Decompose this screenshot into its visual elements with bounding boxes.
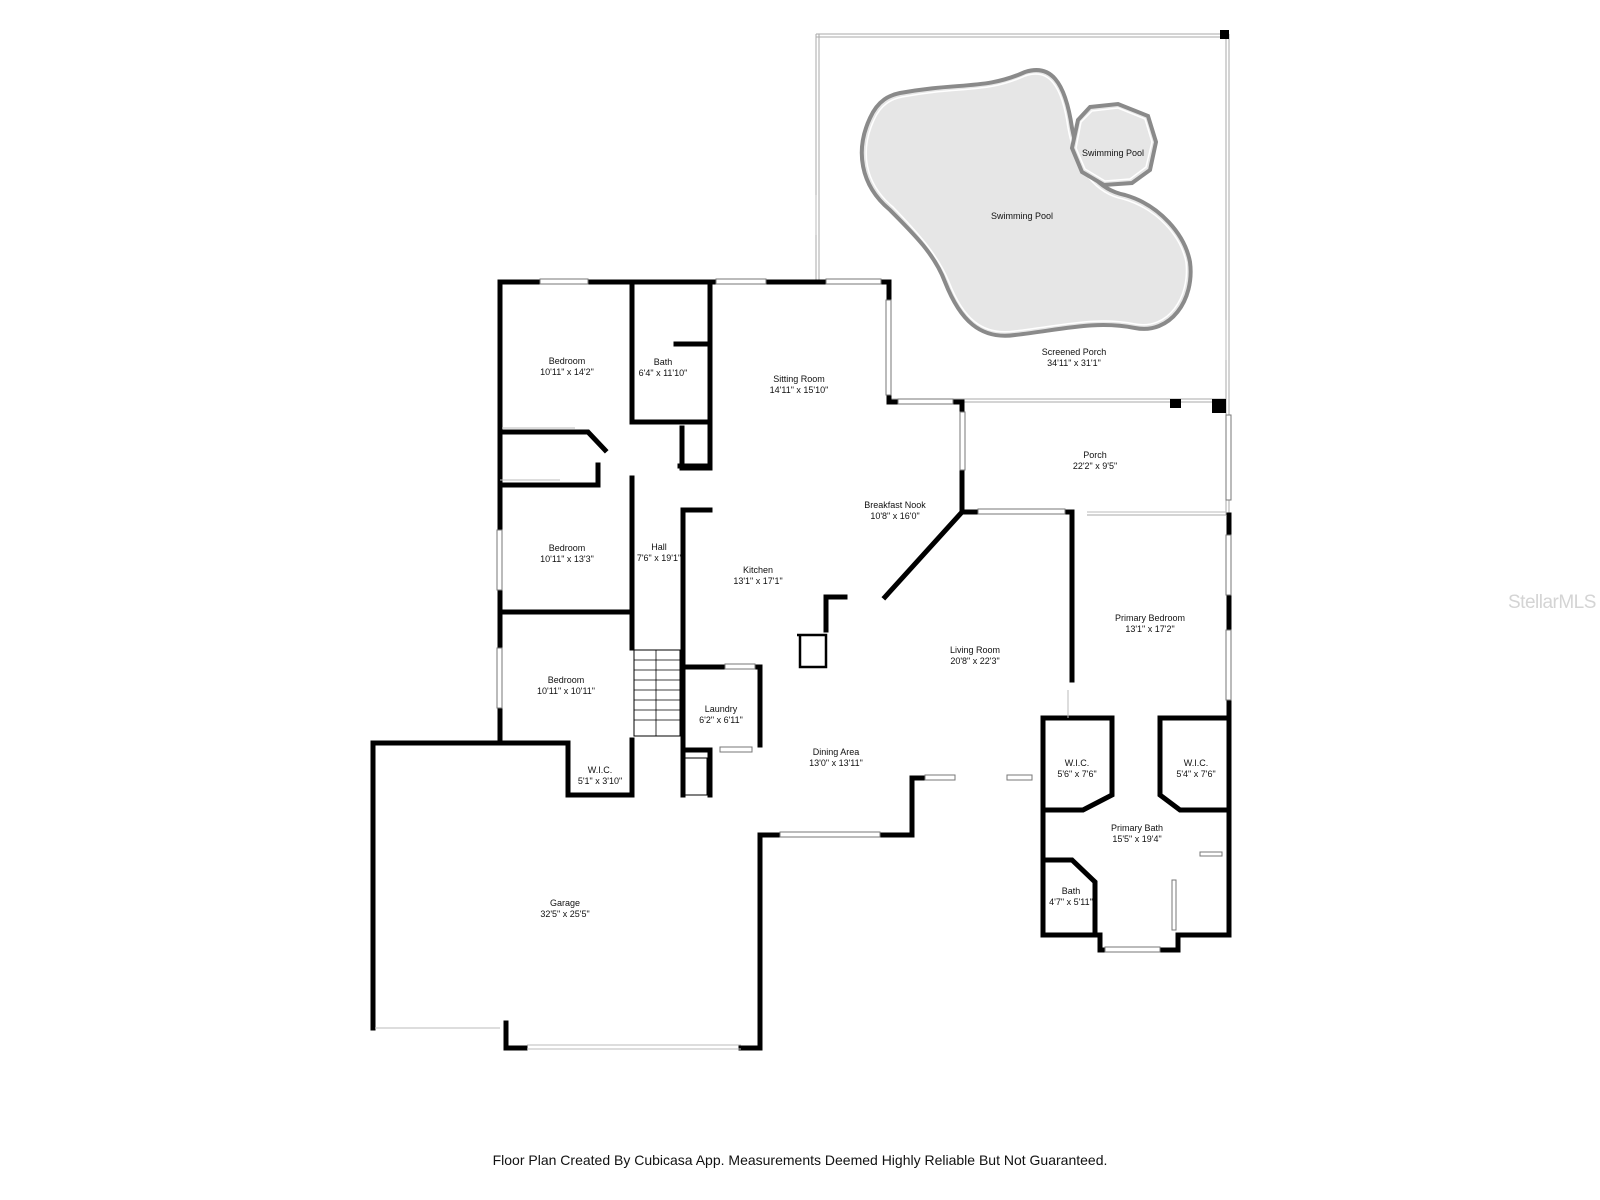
room-name: Laundry: [705, 704, 738, 714]
room-name: Primary Bath: [1111, 823, 1163, 833]
room-name: W.I.C.: [588, 765, 613, 775]
footer-disclaimer: Floor Plan Created By Cubicasa App. Meas…: [492, 1152, 1108, 1168]
room-dims: 13'0" x 13'11": [809, 758, 863, 768]
room-dims: 20'8" x 22'3": [950, 656, 999, 666]
room-name: Dining Area: [813, 747, 860, 757]
room-name: W.I.C.: [1184, 758, 1209, 768]
room-dims: 4'7" x 5'11": [1049, 897, 1093, 907]
room-name: Kitchen: [743, 565, 773, 575]
room-dims: 5'6" x 7'6": [1057, 769, 1096, 779]
room-dims: 10'8" x 16'0": [870, 511, 919, 521]
room-dims: 10'11" x 13'3": [540, 554, 594, 564]
room-dims: 32'5" x 25'5": [540, 909, 589, 919]
room-name: Hall: [651, 542, 667, 552]
room-dims: 22'2" x 9'5": [1073, 461, 1117, 471]
room-dims: 6'4" x 11'10": [639, 368, 688, 378]
room-dims: 10'11" x 14'2": [540, 367, 594, 377]
room-labels: Swimming Pool Swimming Pool Screened Por…: [537, 148, 1216, 919]
room-name: Living Room: [950, 645, 1000, 655]
room-name: Primary Bedroom: [1115, 613, 1185, 623]
room-dims: 6'2" x 6'11": [699, 715, 743, 725]
windows: [496, 278, 1232, 953]
swimming-pool-spa: [1069, 101, 1159, 188]
room-dims: 10'11" x 10'11": [537, 686, 595, 696]
room-dims: 14'11" x 15'10": [770, 385, 829, 395]
stairs: [633, 649, 708, 796]
room-dims: 15'5" x 19'4": [1112, 834, 1161, 844]
room-dims: 13'1" x 17'2": [1125, 624, 1174, 634]
room-name: Screened Porch: [1042, 347, 1107, 357]
room-name: Swimming Pool: [991, 211, 1053, 221]
room-name: Bath: [1062, 886, 1081, 896]
room-dims: 5'1" x 3'10": [578, 776, 622, 786]
room-name: Garage: [550, 898, 580, 908]
room-name: Swimming Pool: [1082, 148, 1144, 158]
garage-door: [375, 1027, 741, 1050]
room-name: W.I.C.: [1065, 758, 1090, 768]
room-name: Bedroom: [549, 543, 586, 553]
room-dims: 34'11" x 31'1": [1047, 358, 1101, 368]
watermark-logo: StellarMLS: [1508, 592, 1596, 613]
room-dims: 5'4" x 7'6": [1176, 769, 1215, 779]
room-name: Porch: [1083, 450, 1107, 460]
door-openings: [500, 195, 1227, 718]
room-dims: 7'6" x 19'1": [637, 553, 681, 563]
room-name: Bedroom: [549, 356, 586, 366]
swimming-pool-main: [859, 68, 1193, 338]
room-name: Bedroom: [548, 675, 585, 685]
room-name: Sitting Room: [773, 374, 825, 384]
room-name: Bath: [654, 357, 673, 367]
room-dims: 13'1" x 17'1": [733, 576, 782, 586]
room-name: Breakfast Nook: [864, 500, 926, 510]
